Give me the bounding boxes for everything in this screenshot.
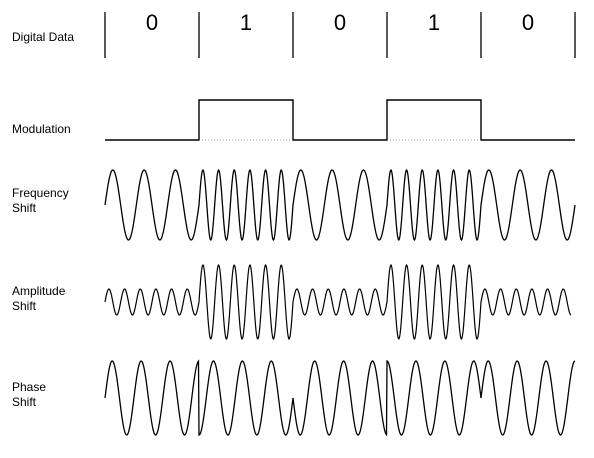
bit-value-3: 0 (333, 10, 347, 35)
phase-shift-wave (104, 359, 576, 437)
bit-value-4: 1 (427, 10, 441, 35)
label-amplitude-shift: Amplitude Shift (12, 284, 66, 313)
label-digital-data: Digital Data (12, 30, 75, 44)
label-phase-shift: Phase Shift (12, 380, 47, 409)
modulation-waveform (105, 99, 575, 141)
label-frequency-shift: Frequency Shift (12, 186, 69, 215)
bit-dividers (104, 12, 576, 58)
bit-value-5: 0 (521, 10, 535, 35)
bit-value-1: 0 (145, 10, 159, 35)
label-modulation: Modulation (12, 122, 71, 136)
bit-value-2: 1 (239, 10, 253, 35)
amplitude-shift-wave (104, 264, 572, 340)
frequency-shift-waveform (104, 168, 576, 242)
frequency-shift-wave (104, 168, 576, 242)
phase-shift-waveform (104, 359, 576, 437)
modulation-square-wave (105, 99, 575, 141)
amplitude-shift-waveform (104, 264, 572, 340)
